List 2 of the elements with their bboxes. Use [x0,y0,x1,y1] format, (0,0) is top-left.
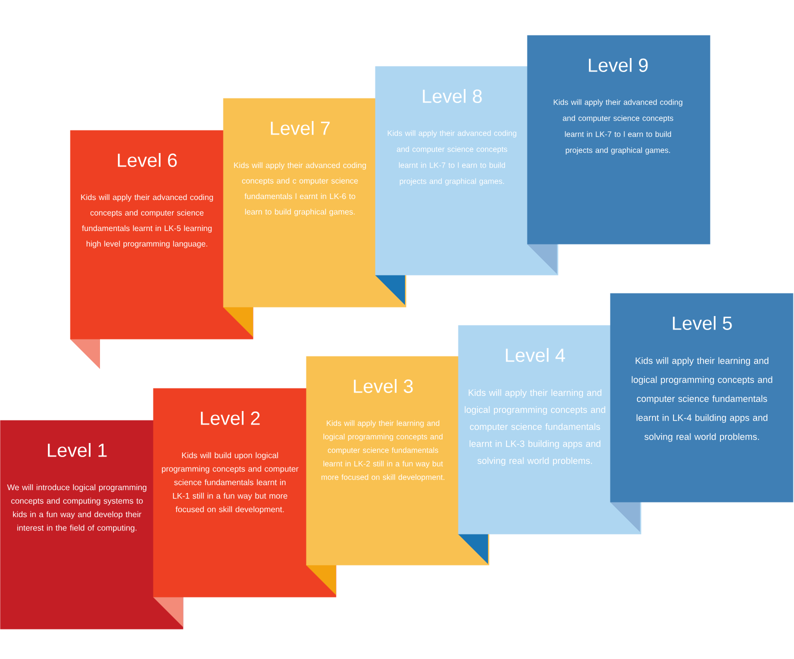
level-heading: Level 1 [48,443,107,457]
level-description: We will introduce logical programming concepts and computing systems to kids in a fun way and develop their interest in the field of computing. [7,484,146,532]
